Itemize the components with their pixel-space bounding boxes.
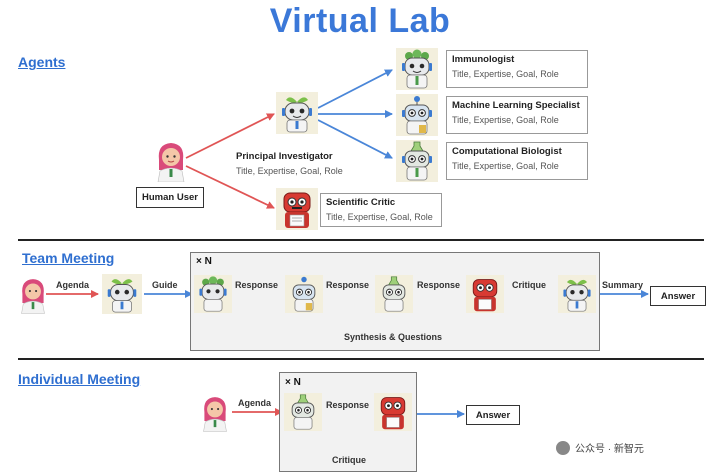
principal-investigator-label: Principal Investigator Title, Expertise,… (236, 151, 343, 176)
ml-robot-icon (285, 275, 323, 313)
section-divider-1 (18, 239, 704, 241)
team-compbio-avatar (375, 274, 413, 319)
compbio-robot-icon (396, 140, 438, 182)
team-pi-summary-avatar (558, 274, 596, 319)
team-critic-avatar (466, 274, 504, 319)
team-immunologist-avatar (194, 274, 232, 319)
critic-attributes: Title, Expertise, Goal, Role (326, 212, 433, 222)
arrow-human-to-pi (185, 113, 275, 159)
critic-robot-icon (466, 275, 504, 313)
arrow-pi-to-immunologist (317, 69, 393, 109)
immunologist-card: Immunologist Title, Expertise, Goal, Rol… (446, 50, 588, 88)
comp-biologist-attributes: Title, Expertise, Goal, Role (452, 161, 559, 171)
critic-robot-icon (374, 393, 412, 431)
comp-biologist-name: Computational Biologist (452, 146, 562, 157)
pi-attributes: Title, Expertise, Goal, Role (236, 166, 343, 176)
section-title-team-meeting: Team Meeting (22, 250, 115, 266)
compbio-robot-icon (375, 275, 413, 313)
arrow-pi-to-compbio (317, 119, 393, 159)
watermark-text: 公众号 · 新智元 (575, 444, 644, 455)
individual-repeat-label: × N (285, 377, 301, 388)
label-ind-agenda: Agenda (238, 398, 272, 408)
section-title-agents: Agents (18, 54, 66, 70)
human-icon (203, 397, 227, 432)
team-repeat-label: × N (196, 256, 212, 267)
arrow-human-to-critic (185, 165, 275, 209)
human-user-avatar (154, 140, 188, 187)
individual-answer-box: Answer (466, 405, 520, 425)
human-user-box: Human User (136, 187, 204, 208)
comp-biologist-avatar (396, 140, 438, 187)
team-pi-avatar (102, 274, 142, 319)
ml-specialist-attributes: Title, Expertise, Goal, Role (452, 115, 559, 125)
immunologist-avatar (396, 48, 438, 95)
ind-human-avatar (200, 394, 230, 437)
label-summary: Summary (602, 280, 644, 290)
immunologist-attributes: Title, Expertise, Goal, Role (452, 69, 559, 79)
scientific-critic-avatar (276, 188, 318, 235)
section-divider-2 (18, 358, 704, 360)
pi-robot-icon (276, 92, 318, 134)
immunologist-robot-icon (194, 275, 232, 313)
diagram-title: Virtual Lab (269, 2, 451, 40)
watermark: 公众号 · 新智元 (556, 440, 644, 455)
label-ind-critique: Critique (332, 455, 367, 465)
section-title-individual-meeting: Individual Meeting (18, 371, 141, 387)
label-response-1: Response (235, 280, 279, 290)
label-critique: Critique (512, 280, 547, 290)
immunologist-robot-icon (396, 48, 438, 90)
label-response-3: Response (417, 280, 461, 290)
human-icon (21, 279, 45, 314)
scientific-critic-card: Scientific Critic Title, Expertise, Goal… (320, 193, 442, 227)
ind-compbio-avatar (284, 392, 322, 437)
label-synthesis: Synthesis & Questions (344, 332, 443, 342)
label-agenda: Agenda (56, 280, 90, 290)
critic-robot-icon (276, 188, 318, 230)
ml-specialist-card: Machine Learning Specialist Title, Exper… (446, 96, 588, 134)
immunologist-name: Immunologist (452, 54, 515, 65)
team-ml-avatar (285, 274, 323, 319)
compbio-robot-icon (284, 393, 322, 431)
team-answer-box: Answer (650, 286, 706, 306)
label-response-2: Response (326, 280, 370, 290)
ml-specialist-avatar (396, 94, 438, 141)
pi-robot-icon (102, 274, 142, 314)
label-guide: Guide (152, 280, 178, 290)
ml-specialist-name: Machine Learning Specialist (452, 100, 580, 111)
label-ind-response: Response (326, 400, 370, 410)
ml-robot-icon (396, 94, 438, 136)
comp-biologist-card: Computational Biologist Title, Expertise… (446, 142, 588, 180)
wechat-icon (556, 440, 570, 455)
principal-investigator-avatar (276, 92, 318, 139)
critic-name: Scientific Critic (326, 197, 396, 208)
ind-critic-avatar (374, 392, 412, 437)
pi-robot-icon (558, 275, 596, 313)
team-human-avatar (18, 276, 48, 319)
pi-name: Principal Investigator (236, 151, 333, 162)
human-icon (157, 143, 185, 183)
